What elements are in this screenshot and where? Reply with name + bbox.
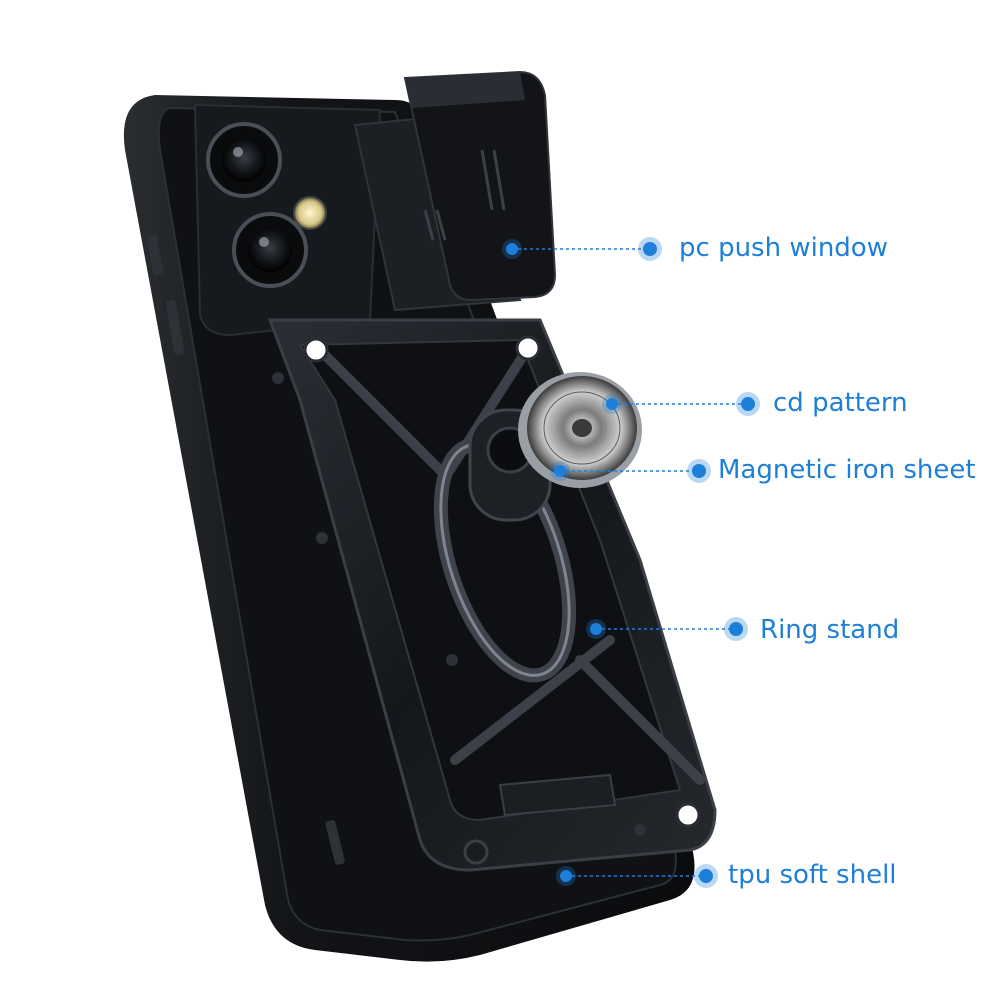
callout-dots	[502, 237, 760, 888]
callout-dot-icon	[550, 461, 570, 481]
callout-label-cd-pattern: cd pattern	[773, 388, 908, 418]
callout-dot-icon	[556, 866, 576, 886]
callout-dot-icon	[502, 239, 522, 259]
callout-dot-icon	[736, 392, 760, 416]
callout-dot-icon	[694, 864, 718, 888]
callout-dot-icon	[586, 619, 606, 639]
callout-leaders	[512, 248, 748, 877]
callout-label-ring-stand: Ring stand	[760, 615, 900, 645]
callout-dot-icon	[687, 459, 711, 483]
callout-dot-icon	[638, 237, 662, 261]
callout-label-pc-push-window: pc push window	[679, 233, 888, 263]
flash-icon	[293, 196, 327, 230]
pc-push-window-slider	[353, 70, 557, 312]
callout-dot-icon	[724, 617, 748, 641]
armor-plate	[267, 318, 717, 872]
callout-label-magnetic-iron-sheet: Magnetic iron sheet	[718, 455, 976, 485]
camera-module	[193, 103, 382, 337]
callout-label-tpu-soft-shell: tpu soft shell	[728, 860, 897, 890]
callout-dot-icon	[602, 394, 622, 414]
